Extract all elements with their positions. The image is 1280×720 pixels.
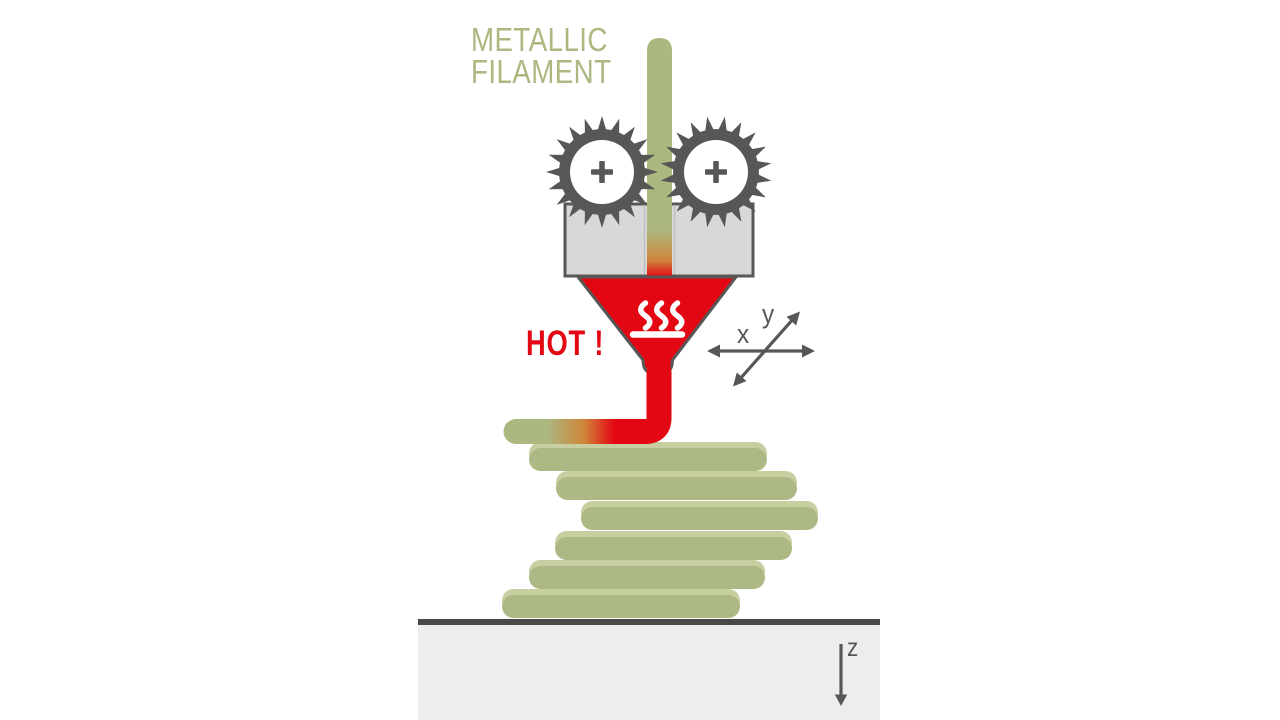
- z-axis-arrow: [834, 644, 848, 706]
- filament-strand: [647, 38, 672, 276]
- heat-waves-icon: [629, 300, 686, 338]
- axis-z-label: z: [847, 634, 859, 662]
- axis-x-label: x: [737, 319, 750, 349]
- printed-layer: [529, 448, 767, 471]
- printed-layer: [555, 537, 792, 560]
- gear-plus-icon: [591, 161, 727, 183]
- xy-arrowheads: [707, 311, 815, 387]
- printed-layer: [556, 477, 797, 500]
- printed-layer: [502, 595, 740, 618]
- double-arrow-diagonal-icon: [737, 316, 796, 382]
- xy-axes-arrows: [716, 316, 806, 382]
- feed-channel: [643, 205, 676, 274]
- platform-top-edge: [418, 619, 880, 625]
- metallic-filament-label: METALLIC FILAMENT: [471, 21, 612, 90]
- metallic-filament-line1: METALLIC: [471, 21, 608, 58]
- printed-layer: [529, 566, 765, 589]
- metallic-filament-line2: FILAMENT: [471, 53, 612, 90]
- drive-gears: [546, 116, 772, 228]
- hot-warning-label: HOT !: [526, 324, 605, 363]
- extruded-bead: [503, 359, 672, 444]
- axis-y-label: y: [762, 299, 775, 329]
- printed-layer: [581, 507, 818, 530]
- build-platform: [418, 619, 880, 720]
- printed-layer-stack: [502, 442, 818, 618]
